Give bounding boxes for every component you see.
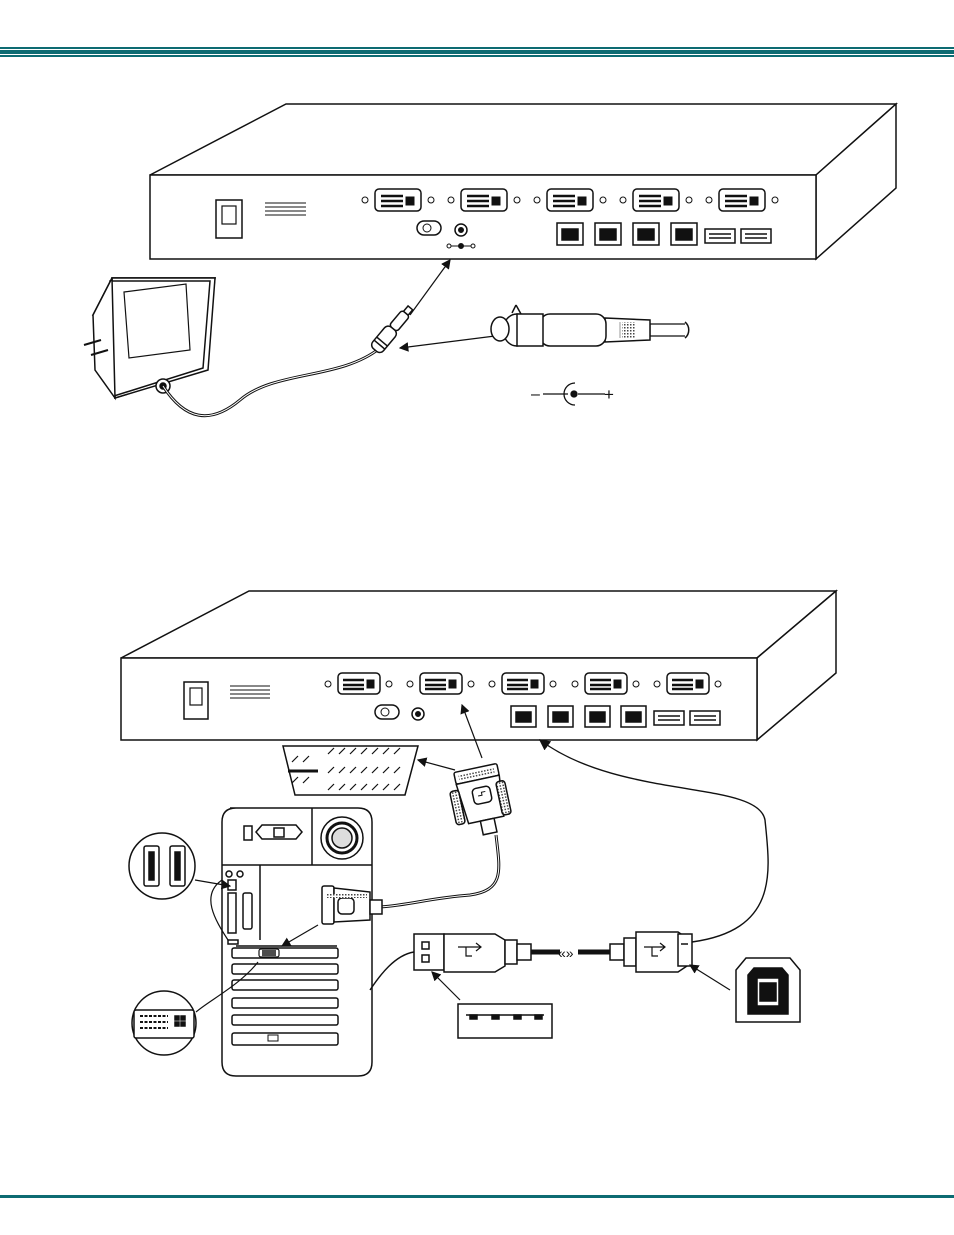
dvi-connector-closeup	[283, 746, 418, 795]
usb-b-port	[557, 223, 583, 245]
polarity-symbol	[543, 383, 605, 405]
connection-figure: «»	[121, 591, 836, 1076]
usb-b-port	[595, 223, 621, 245]
pointer-arrow	[410, 260, 450, 315]
usb-b-port	[671, 223, 697, 245]
usb-a-plug	[414, 934, 531, 972]
usb-b-port	[585, 706, 610, 727]
usb-b-receptacle	[736, 958, 800, 1022]
pointer-arrow	[400, 336, 495, 348]
usb-b-port	[621, 706, 646, 727]
usb-a-port	[690, 711, 720, 725]
dvi-cable-plug-computer	[322, 886, 382, 924]
cable-break-symbol: «»	[558, 945, 574, 961]
usb-cable	[370, 952, 414, 990]
usb-a-receptacle	[458, 1004, 552, 1038]
footer-rule	[0, 1186, 954, 1190]
usb-b-plug	[610, 932, 692, 972]
usb-b-port	[548, 706, 573, 727]
power-figure: – +	[84, 104, 896, 416]
usb-cable	[540, 740, 768, 942]
ac-power-adapter	[84, 278, 215, 398]
barrel-plug-closeup	[491, 305, 689, 346]
pointer-arrow	[432, 972, 460, 1000]
usb-a-port	[705, 229, 735, 243]
dvi-cable	[380, 835, 499, 907]
usb-b-port	[633, 223, 659, 245]
usb-a-port	[741, 229, 771, 243]
kvm-switch-chassis	[121, 591, 836, 740]
pointer-arrow	[690, 965, 730, 990]
dvi-cable-plug	[446, 763, 515, 840]
kvm-switch-chassis	[150, 104, 896, 259]
usb-a-port	[654, 711, 684, 725]
usb-b-port	[511, 706, 536, 727]
pointer-arrow	[418, 760, 455, 770]
dvi-port-closeup	[132, 991, 196, 1055]
usb-a-ports-closeup	[129, 833, 195, 899]
rocker-power-switch	[216, 200, 242, 238]
polarity-plus-label: +	[604, 385, 614, 404]
polarity-minus-label: –	[531, 386, 540, 403]
computer-rear-panel	[222, 808, 372, 1076]
rocker-power-switch	[184, 682, 208, 719]
